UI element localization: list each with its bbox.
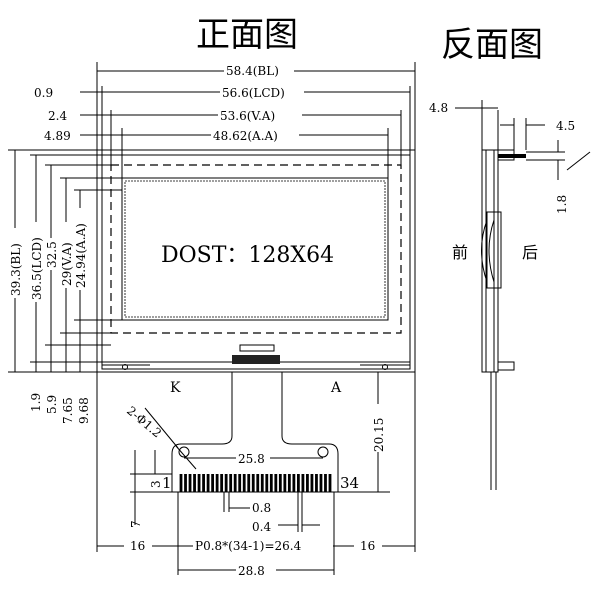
dim-0-4: 0.4 (252, 520, 271, 534)
fpc-contact (233, 474, 237, 492)
dim-pitch-span: P0.8*(34-1)=26.4 (195, 539, 302, 553)
active-area-inner (124, 180, 386, 318)
fpc-contact (265, 474, 269, 492)
top-dimensions: 0.9 58.4(BL) 56.6(LCD) 2.4 53.6(V.A) 4.8… (34, 62, 416, 178)
fpc-contact (306, 474, 309, 492)
fpc-contact (215, 474, 219, 492)
fpc-contacts (179, 474, 332, 492)
dim-16-right: 16 (360, 539, 375, 553)
tab-hole-right (382, 364, 388, 370)
dim-28-8: 28.8 (238, 564, 265, 578)
fpc-contact (315, 474, 318, 492)
dim-32-5: 32.5 (45, 241, 59, 268)
viewing-area-outline (110, 164, 402, 334)
dim-5-9: 5.9 (45, 395, 59, 414)
dim-0-8: 0.8 (252, 501, 271, 515)
dim-1-8: 1.8 (555, 195, 569, 214)
fpc-contact (184, 474, 187, 492)
fpc-contact (283, 474, 287, 492)
dim-1-9: 1.9 (29, 393, 43, 412)
backlight-outline (96, 149, 416, 373)
pin-label-k: K (170, 380, 181, 396)
dim-4-8: 4.8 (429, 101, 448, 115)
dim-7: 7 (129, 520, 143, 528)
dim-hole: 2-Φ1.2 (124, 404, 164, 441)
pin-label-34: 34 (340, 474, 359, 492)
fpc-contact (224, 474, 228, 492)
fpc-hole-right (317, 446, 329, 458)
fpc-contact (319, 474, 323, 492)
fpc-contact (242, 474, 246, 492)
fpc-contact (206, 474, 210, 492)
front-view: DOST：128X64 K A (96, 149, 416, 396)
fpc-outline (171, 372, 339, 493)
module-label: DOST：128X64 (161, 243, 334, 268)
lcd-outline (101, 154, 411, 370)
fpc-contact (238, 474, 242, 492)
side-view: 前 后 4.8 4.5 1.8 (429, 100, 591, 490)
fpc-contact (274, 474, 278, 492)
fpc-contact (256, 474, 260, 492)
dim-24-94-aa: 24.94(A.A) (74, 223, 88, 288)
dim-36-5-lcd: 36.5(LCD) (30, 237, 44, 300)
tab-hole-left (122, 364, 128, 370)
fpc-contact (292, 474, 296, 492)
fpc-contact (324, 474, 327, 492)
dim-3: 3 (149, 480, 163, 488)
fpc-contact (247, 474, 251, 492)
side-label-front: 前 (452, 243, 468, 262)
pin-label-1: 1 (162, 474, 172, 492)
left-dimensions: 39.3(BL) 36.5(LCD) 32.5 29(V.A) 24.94(A.… (6, 149, 122, 424)
active-area-outline (121, 177, 389, 321)
fpc-contact (310, 474, 314, 492)
fpc-contact (229, 474, 233, 492)
dim-9-68: 9.68 (77, 397, 91, 424)
dim-20-15: 20.15 (372, 418, 386, 452)
dim-0-9: 0.9 (34, 86, 53, 100)
dim-2-4: 2.4 (48, 109, 67, 123)
fpc-contact (269, 474, 273, 492)
fpc-tail: 1 34 (162, 372, 359, 493)
fpc-hole-left (178, 446, 190, 458)
dim-48-62-aa: 48.62(A.A) (213, 129, 278, 143)
dim-53-6-va: 53.6(V.A) (220, 109, 275, 123)
dim-39-3-bl: 39.3(BL) (9, 243, 23, 296)
fpc-contact (220, 474, 224, 492)
dim-7-65: 7.65 (61, 397, 75, 424)
connector-top (239, 344, 275, 352)
fpc-contact (197, 474, 201, 492)
fpc-contact (193, 474, 196, 492)
connector-block (232, 355, 280, 364)
fpc-contact (296, 474, 300, 492)
fpc-contact (328, 474, 332, 492)
pin-label-a: A (330, 380, 342, 396)
dim-29-va: 29(V.A) (60, 242, 74, 286)
side-label-back: 后 (522, 243, 538, 262)
fpc-contact (301, 474, 305, 492)
fpc-contact (211, 474, 215, 492)
fpc-contact (278, 474, 282, 492)
fpc-dimensions: 2-Φ1.2 25.8 20.15 3 7 0.8 0.4 (96, 371, 416, 578)
dim-16-left: 16 (130, 539, 145, 553)
front-view-title: 正面图 (196, 15, 298, 55)
dim-4-89: 4.89 (44, 129, 71, 143)
dim-4-5: 4.5 (556, 119, 575, 133)
fpc-contact (188, 474, 192, 492)
dim-25-8: 25.8 (238, 452, 265, 466)
fpc-contact (179, 474, 183, 492)
fpc-contact (251, 474, 255, 492)
dim-58-4-bl: 58.4(BL) (226, 64, 279, 78)
fpc-contact (202, 474, 205, 492)
dim-56-6-lcd: 56.6(LCD) (222, 86, 285, 100)
back-view-title: 反面图 (441, 25, 543, 65)
fpc-contact (260, 474, 264, 492)
fpc-contact (287, 474, 291, 492)
